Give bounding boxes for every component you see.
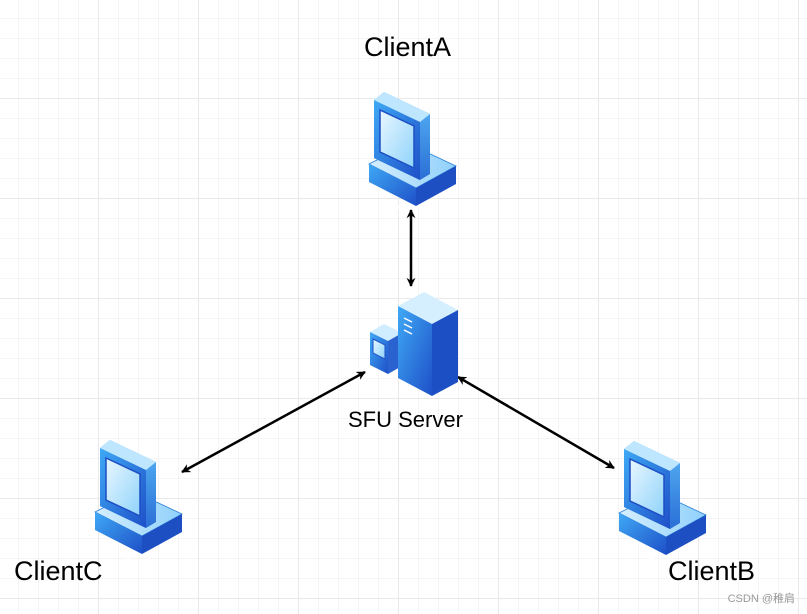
client-a-computer-icon [368, 91, 457, 214]
client-c-label: ClientC [14, 556, 103, 586]
client-c-computer-icon [94, 439, 183, 562]
sfu-server-icon [369, 291, 459, 397]
client-a-label: ClientA [364, 32, 452, 62]
sfu-server-label: SFU Server [348, 407, 463, 432]
client-b-computer-icon [618, 440, 707, 563]
client-b-label: ClientB [668, 556, 756, 586]
edge-server-clientb [457, 375, 615, 470]
edge-server-clientc [181, 370, 366, 474]
watermark-text: CSDN @稚肩 [727, 593, 795, 605]
